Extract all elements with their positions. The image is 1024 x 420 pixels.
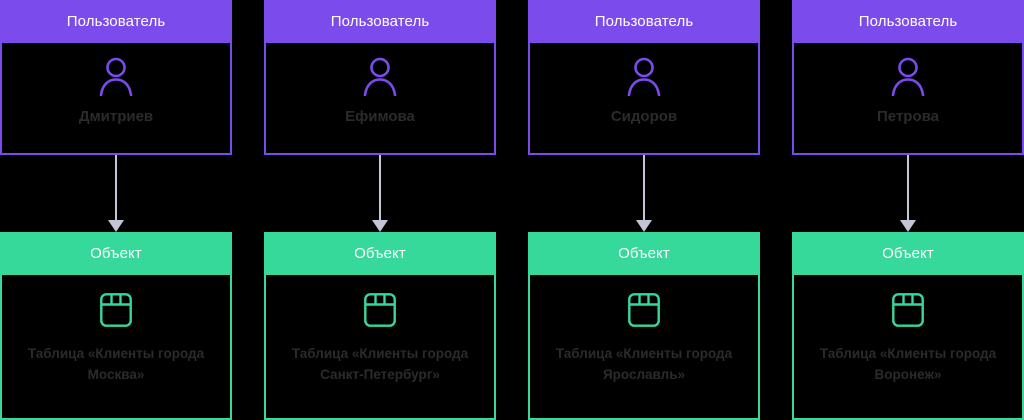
user-name-label: Петрова xyxy=(877,108,939,125)
user-card-body: Петрова xyxy=(792,43,1024,155)
user-card-header-label: Пользователь xyxy=(66,13,166,30)
connector-arrow xyxy=(792,155,1024,233)
object-card-header: Объект xyxy=(0,232,232,275)
user-card[interactable]: Пользователь Сидоров xyxy=(528,0,760,155)
mapping-column: Пользователь Ефимова Объект xyxy=(264,0,496,420)
object-card-header-label: Объект xyxy=(882,245,934,262)
connector-arrow xyxy=(264,155,496,233)
object-card-body: Таблица «Клиенты города Москва» xyxy=(0,275,232,420)
object-name-label: Таблица «Клиенты города Москва» xyxy=(27,346,205,382)
user-card-header: Пользователь xyxy=(528,0,760,43)
object-name-label: Таблица «Клиенты города Ярославль» xyxy=(555,346,733,382)
user-card-header-label: Пользователь xyxy=(858,13,958,30)
object-name-label: Таблица «Клиенты города Воронеж» xyxy=(819,346,997,382)
object-card-body: Таблица «Клиенты города Ярославль» xyxy=(528,275,760,420)
connector-arrow xyxy=(0,155,232,233)
mapping-column: Пользователь Сидоров Объект xyxy=(528,0,760,420)
object-card-header: Объект xyxy=(528,232,760,275)
user-card-header-label: Пользователь xyxy=(330,13,430,30)
object-card-header: Объект xyxy=(792,232,1024,275)
user-card-body: Ефимова xyxy=(264,43,496,155)
object-name-label: Таблица «Клиенты города Санкт-Петербург» xyxy=(291,346,469,382)
table-icon xyxy=(100,293,132,327)
user-card-header-label: Пользователь xyxy=(594,13,694,30)
user-card[interactable]: Пользователь Ефимова xyxy=(264,0,496,155)
user-card-header: Пользователь xyxy=(792,0,1024,43)
user-card-header: Пользователь xyxy=(264,0,496,43)
connector-arrow xyxy=(528,155,760,233)
table-icon xyxy=(892,293,924,327)
user-card-header: Пользователь xyxy=(0,0,232,43)
user-name-label: Ефимова xyxy=(345,108,415,125)
object-card[interactable]: Объект Таблица «Клиенты города Санкт-Пет… xyxy=(264,232,496,420)
object-card[interactable]: Объект Таблица «Клиенты города Москва» xyxy=(0,232,232,420)
object-card-header: Объект xyxy=(264,232,496,275)
mapping-column: Пользователь Петрова Объект xyxy=(792,0,1024,420)
user-name-label: Сидоров xyxy=(610,108,678,125)
user-icon xyxy=(625,56,663,97)
user-name-label: Дмитриев xyxy=(78,108,154,125)
user-card-body: Дмитриев xyxy=(0,43,232,155)
object-card-body: Таблица «Клиенты города Санкт-Петербург» xyxy=(264,275,496,420)
user-card[interactable]: Пользователь Дмитриев xyxy=(0,0,232,155)
user-card[interactable]: Пользователь Петрова xyxy=(792,0,1024,155)
table-icon xyxy=(628,293,660,327)
object-card-header-label: Объект xyxy=(354,245,406,262)
object-card-header-label: Объект xyxy=(618,245,670,262)
object-card[interactable]: Объект Таблица «Клиенты города Ярославль… xyxy=(528,232,760,420)
user-icon xyxy=(97,56,135,97)
user-icon xyxy=(889,56,927,97)
table-icon xyxy=(364,293,396,327)
object-card-body: Таблица «Клиенты города Воронеж» xyxy=(792,275,1024,420)
user-icon xyxy=(361,56,399,97)
mapping-column: Пользователь Дмитриев Объект xyxy=(0,0,232,420)
user-card-body: Сидоров xyxy=(528,43,760,155)
object-card-header-label: Объект xyxy=(90,245,142,262)
object-card[interactable]: Объект Таблица «Клиенты города Воронеж» xyxy=(792,232,1024,420)
